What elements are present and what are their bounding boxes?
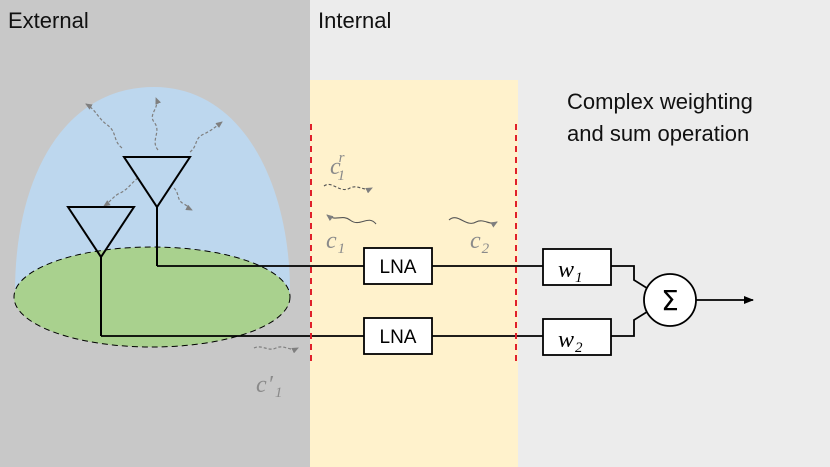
weight-1: w1 <box>542 248 612 286</box>
wave-c1r <box>323 184 373 194</box>
radiated-waves <box>85 97 299 354</box>
label-c1-prime: c′1 <box>256 372 282 401</box>
internal-label: Internal <box>318 8 391 33</box>
wave-c1 <box>326 214 377 225</box>
caption-line-1: Complex weighting <box>567 89 753 114</box>
lna-1-label: LNA <box>380 257 417 278</box>
antenna-1-element <box>122 156 192 209</box>
sigma-symbol: Σ <box>661 284 679 317</box>
caption-line-2: and sum operation <box>567 121 749 146</box>
antenna-1 <box>122 156 192 266</box>
antenna-2 <box>66 206 136 336</box>
label-c2: c2 <box>470 228 490 257</box>
weight-2: w2 <box>542 318 612 356</box>
internal-waves <box>323 184 498 228</box>
lna-1: LNA <box>363 247 433 285</box>
ground-plane <box>13 246 291 348</box>
radiation-dome <box>15 87 290 292</box>
wave-upper-right <box>189 121 223 153</box>
feed-line-1-out <box>611 265 651 291</box>
wave-lower-right <box>173 187 193 211</box>
lna-2: LNA <box>363 317 433 355</box>
external-label: External <box>8 8 89 33</box>
wave-c2 <box>448 217 498 228</box>
label-c1: c1 <box>326 228 345 257</box>
wave-lower-left <box>103 177 139 207</box>
weight-1-symbol: w1 <box>558 257 583 286</box>
wave-ground-coupling <box>253 346 299 354</box>
lna-2-label: LNA <box>380 327 417 348</box>
summing-node: Σ <box>643 273 697 327</box>
feed-lines <box>101 265 651 337</box>
antenna-2-element <box>66 206 136 259</box>
weight-2-symbol: w2 <box>558 327 583 356</box>
wave-upper-middle <box>151 97 162 151</box>
feed-line-2-out <box>611 309 651 337</box>
